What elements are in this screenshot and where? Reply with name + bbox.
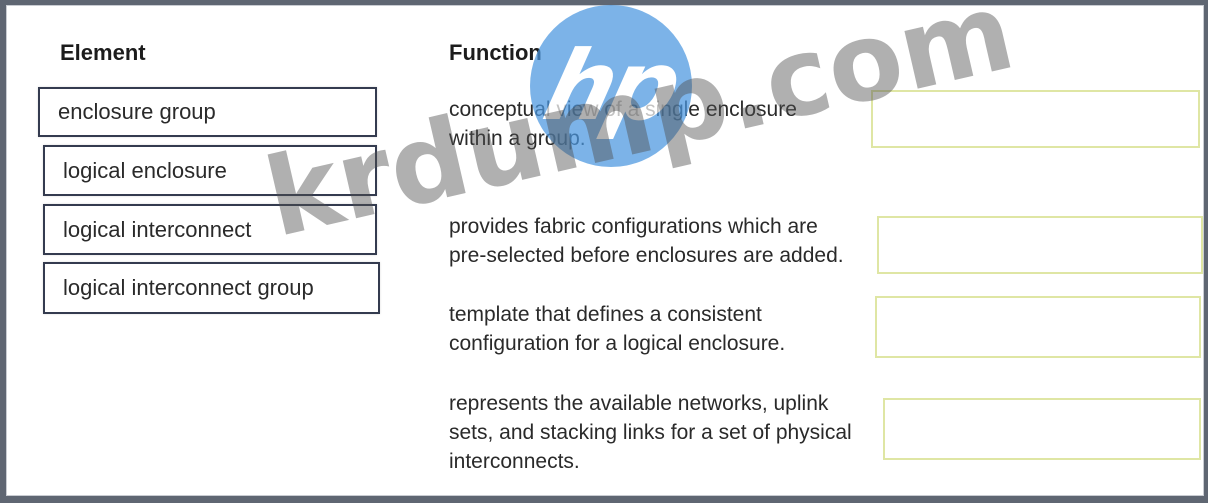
- function-line: interconnects.: [449, 450, 580, 473]
- drop-target-4[interactable]: [883, 398, 1201, 460]
- function-line: template that defines a consistent: [449, 303, 762, 326]
- hp-logo-text: hp: [534, 30, 688, 142]
- element-heading: Element: [60, 40, 146, 65]
- function-line: sets, and stacking links for a set of ph…: [449, 421, 852, 444]
- element-label: logical interconnect group: [63, 275, 314, 300]
- drop-target-3[interactable]: [875, 296, 1201, 358]
- function-description: represents the available networks, uplin…: [449, 389, 852, 476]
- drop-target-2[interactable]: [877, 216, 1203, 274]
- hp-logo-icon: hp: [530, 5, 692, 167]
- function-description: provides fabric configurations which are…: [449, 212, 844, 270]
- element-label: enclosure group: [58, 99, 216, 124]
- function-line: configuration for a logical enclosure.: [449, 332, 786, 355]
- function-line: provides fabric configurations which are: [449, 215, 818, 238]
- drop-target-1[interactable]: [871, 90, 1200, 148]
- function-description: template that defines a consistent confi…: [449, 300, 785, 358]
- function-line: pre-selected before enclosures are added…: [449, 244, 844, 267]
- element-label: logical enclosure: [63, 157, 227, 183]
- element-logical-enclosure[interactable]: logical enclosure: [43, 145, 377, 196]
- function-heading: Function: [449, 40, 542, 65]
- function-line: represents the available networks, uplin…: [449, 392, 829, 415]
- element-logical-interconnect-group[interactable]: logical interconnect group: [43, 262, 380, 314]
- element-enclosure-group[interactable]: enclosure group: [38, 87, 377, 137]
- element-label: logical interconnect: [63, 216, 252, 242]
- element-logical-interconnect[interactable]: logical interconnect: [43, 204, 377, 255]
